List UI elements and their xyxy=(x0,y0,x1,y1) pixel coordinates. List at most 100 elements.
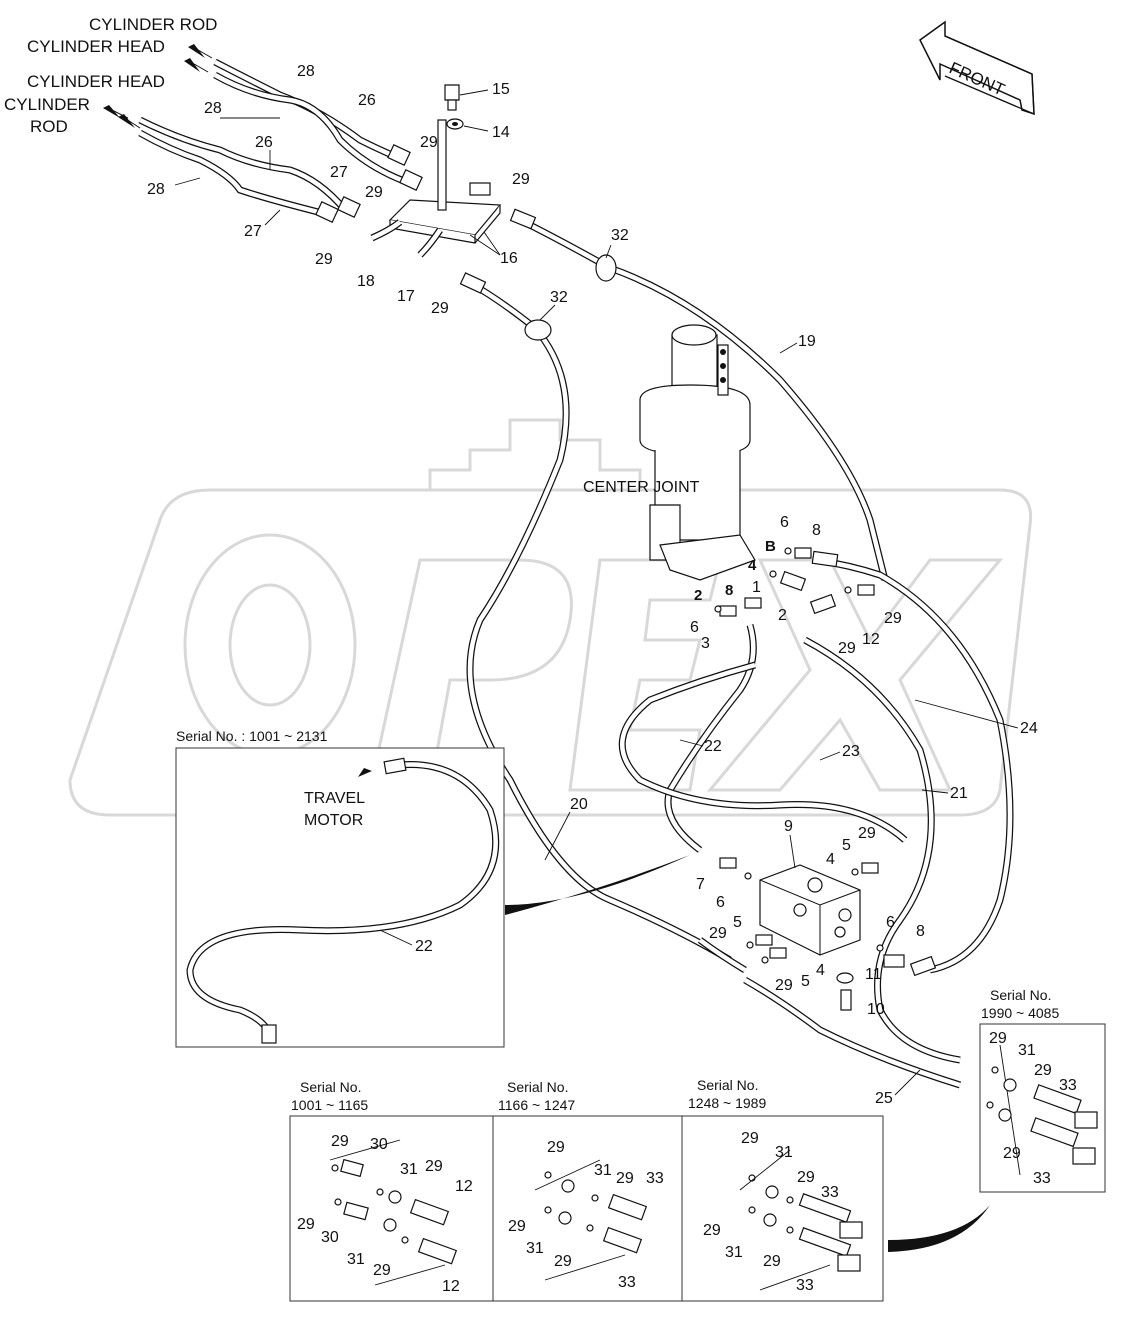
callout-6: 6 xyxy=(886,914,895,931)
callout-29: 29 xyxy=(989,1030,1007,1047)
callout-23: 23 xyxy=(842,743,860,760)
callout-24: 24 xyxy=(1020,720,1038,737)
callout-29: 29 xyxy=(838,640,856,657)
sweep-arrow-left xyxy=(505,855,690,915)
cylinder-head-label-bottom: CYLINDER HEAD xyxy=(27,72,165,91)
callout-21: 21 xyxy=(950,785,968,802)
callout-29: 29 xyxy=(431,300,449,317)
serial-1001-line2: 1001 ~ 1165 xyxy=(291,1097,368,1113)
callout-5: 5 xyxy=(842,837,851,854)
serial-1001-line1: Serial No. xyxy=(300,1079,361,1095)
hoses-lower xyxy=(618,624,962,1089)
callout-29: 29 xyxy=(775,977,793,994)
callout-6: 6 xyxy=(716,894,725,911)
port-1-label: 1 xyxy=(752,579,761,596)
callout-10: 10 xyxy=(867,1001,885,1018)
callout-31: 31 xyxy=(775,1144,793,1161)
callout-12: 12 xyxy=(862,631,880,648)
callout-4: 4 xyxy=(826,851,835,868)
callout-numbers: 28 26 27 28 26 28 27 15 14 29 29 29 29 2… xyxy=(147,63,1077,1295)
callout-12: 12 xyxy=(455,1178,473,1195)
callout-20: 20 xyxy=(570,796,588,813)
travel-motor-label-a: TRAVEL xyxy=(304,790,365,807)
hose-19-24 xyxy=(509,208,1014,977)
callout-6: 6 xyxy=(780,514,789,531)
port-4-label: 4 xyxy=(748,557,757,574)
callout-14: 14 xyxy=(492,124,510,141)
valve-block xyxy=(719,857,905,1011)
serial-1990-line2: 1990 ~ 4085 xyxy=(981,1005,1059,1021)
serial-1990-box xyxy=(979,1023,1106,1193)
serial-1248-line2: 1248 ~ 1989 xyxy=(688,1095,766,1111)
sweep-arrow-right xyxy=(888,1205,990,1252)
callout-11: 11 xyxy=(865,966,882,983)
callout-30: 30 xyxy=(321,1229,339,1246)
callout-5: 5 xyxy=(801,973,810,990)
travel-motor-box xyxy=(175,747,505,1048)
callout-26: 26 xyxy=(358,92,376,109)
callout-33: 33 xyxy=(646,1170,664,1187)
callout-32: 32 xyxy=(611,227,629,244)
callout-33: 33 xyxy=(796,1277,814,1294)
callout-19: 19 xyxy=(798,333,816,350)
callout-31: 31 xyxy=(1018,1042,1036,1059)
serial-1990-line1: Serial No. xyxy=(990,987,1051,1003)
leader-lines xyxy=(174,89,1019,1096)
travel-serial-label: Serial No. : 1001 ~ 2131 xyxy=(176,728,328,744)
callout-29: 29 xyxy=(1003,1145,1021,1162)
watermark xyxy=(68,418,1033,817)
cylinder-rod-label-bottom-b: ROD xyxy=(30,117,68,136)
callout-29: 29 xyxy=(858,825,876,842)
callout-29: 29 xyxy=(616,1170,634,1187)
callout-8: 8 xyxy=(812,522,821,539)
callout-5: 5 xyxy=(733,914,742,931)
callout-31: 31 xyxy=(347,1251,365,1268)
callout-33: 33 xyxy=(618,1274,636,1291)
callout-29: 29 xyxy=(797,1169,815,1186)
cylinder-rod-label-bottom-a: CYLINDER xyxy=(4,95,90,114)
callout-29: 29 xyxy=(365,184,383,201)
port-b-label: B xyxy=(765,538,776,555)
serial-1166-line2: 1166 ~ 1247 xyxy=(498,1097,575,1113)
callout-2: 2 xyxy=(778,607,787,624)
callout-18: 18 xyxy=(357,273,375,290)
callout-31: 31 xyxy=(725,1244,743,1261)
callout-29: 29 xyxy=(425,1158,443,1175)
callout-27: 27 xyxy=(244,223,262,240)
callout-31: 31 xyxy=(400,1161,418,1178)
callout-4: 4 xyxy=(816,962,825,979)
callout-29: 29 xyxy=(763,1253,781,1270)
callout-16: 16 xyxy=(500,250,518,267)
callout-28: 28 xyxy=(204,100,222,117)
callout-29: 29 xyxy=(373,1262,391,1279)
manifold-block xyxy=(370,84,502,258)
bottom-serial-boxes xyxy=(289,1115,884,1302)
callout-12: 12 xyxy=(442,1278,460,1295)
center-joint-label: CENTER JOINT xyxy=(583,479,700,496)
center-joint-fittings xyxy=(714,547,875,617)
callout-29: 29 xyxy=(508,1218,526,1235)
callout-31: 31 xyxy=(594,1162,612,1179)
callout-29: 29 xyxy=(709,925,727,942)
callout-29: 29 xyxy=(884,610,902,627)
callout-29: 29 xyxy=(741,1130,759,1147)
callout-29: 29 xyxy=(315,251,333,268)
cylinder-head-label-top: CYLINDER HEAD xyxy=(27,37,165,56)
callout-17: 17 xyxy=(397,288,415,305)
callout-33: 33 xyxy=(821,1184,839,1201)
callout-28: 28 xyxy=(297,63,315,80)
callout-26: 26 xyxy=(255,134,273,151)
front-arrow: FRONT xyxy=(919,20,1035,116)
callout-22: 22 xyxy=(704,738,722,755)
callout-29: 29 xyxy=(547,1139,565,1156)
callout-27: 27 xyxy=(330,164,348,181)
callout-8: 8 xyxy=(916,923,925,940)
callout-28: 28 xyxy=(147,181,165,198)
callout-30: 30 xyxy=(370,1136,388,1153)
upper-hose-bundle xyxy=(138,58,423,223)
direction-arrows xyxy=(103,44,213,129)
hose-20 xyxy=(459,272,732,964)
callout-25: 25 xyxy=(875,1090,893,1107)
callout-7: 7 xyxy=(696,876,705,893)
